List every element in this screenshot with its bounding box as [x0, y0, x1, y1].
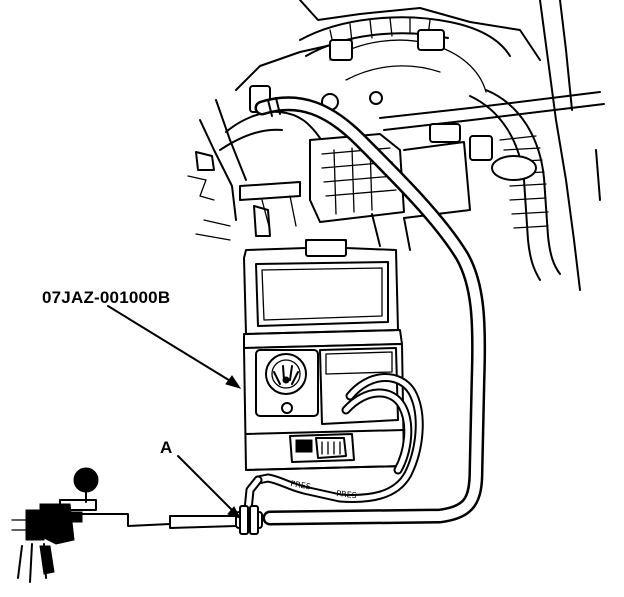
hose-tag-left: PRES: [290, 479, 312, 491]
pressure-tester-kit: [243, 239, 405, 471]
callout-a-leader: [177, 455, 242, 519]
hose-tag-right: PRES: [336, 489, 357, 500]
coupling-a: [169, 505, 263, 535]
vacuum-pump: [11, 467, 99, 583]
pressure-hose-main: [254, 96, 487, 526]
vacuum-line: [73, 513, 171, 527]
part-number-label: 07JAZ-001000B: [42, 288, 171, 307]
tester-hose: [243, 373, 424, 515]
engine-bay: [187, 0, 605, 291]
callout-a-label: A: [160, 438, 173, 457]
part-number-leader: [107, 305, 242, 389]
